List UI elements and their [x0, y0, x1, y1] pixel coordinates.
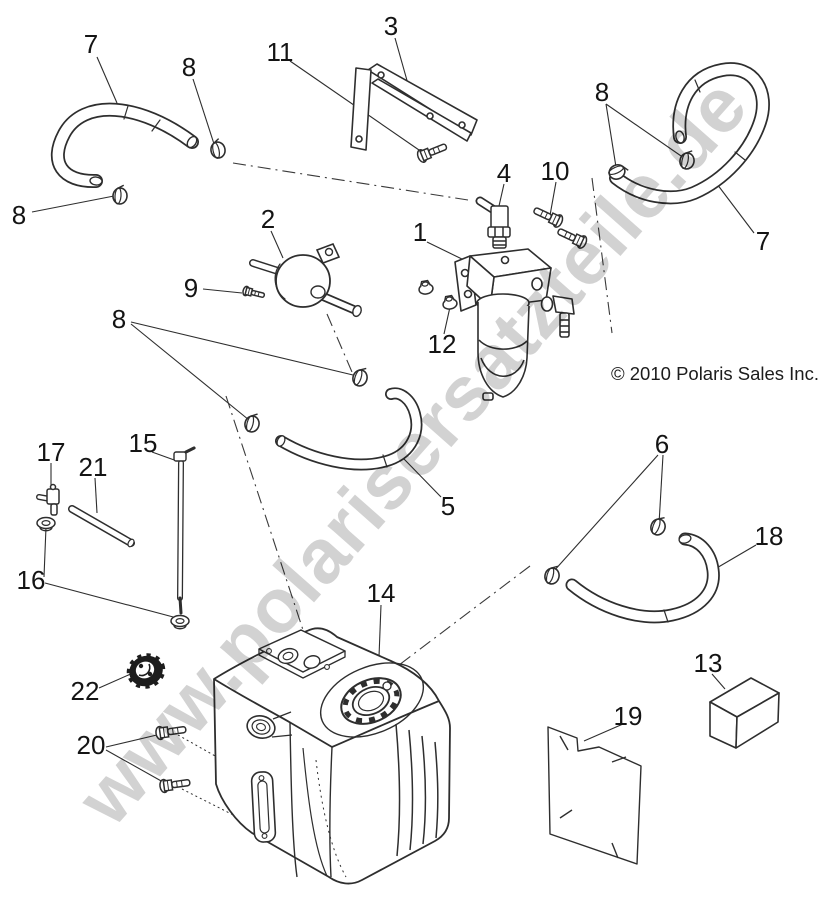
part-hose-front [58, 106, 199, 186]
part-fuel-pump-assembly [455, 249, 574, 400]
part-bolts-10 [530, 203, 590, 251]
part-foam-block [710, 678, 779, 748]
part-vent-tube-long [174, 448, 194, 613]
callout-8-clamp: 8 [11, 200, 27, 230]
part-nuts-12 [416, 279, 459, 311]
part-hose-clamps [111, 136, 697, 587]
callout-20-bolt: 20 [76, 730, 106, 760]
callout-22-cap: 22 [70, 676, 100, 706]
callout-5-hose: 5 [440, 491, 456, 521]
part-elbow-fitting [480, 201, 510, 248]
callout-7-front-hose: 7 [83, 29, 99, 59]
copyright-notice: © 2010 Polaris Sales Inc. [611, 363, 819, 384]
callout-21-tube: 21 [78, 452, 108, 482]
part-fuel-cap [125, 651, 167, 691]
callout-6-clamp: 6 [654, 429, 670, 459]
part-vent-tube-short [72, 509, 135, 548]
callout-12-nut: 12 [427, 329, 457, 359]
callout-19-shield: 19 [613, 701, 643, 731]
callout-16-grommet: 16 [16, 565, 46, 595]
callout-17-elbow: 17 [36, 437, 66, 467]
callout-1-pump: 1 [412, 217, 428, 247]
callout-10-bolt: 10 [540, 156, 570, 186]
bolt-alignment-dotted-lines [178, 735, 256, 826]
callout-14-tank: 14 [366, 578, 396, 608]
part-vent-hose [276, 393, 417, 467]
part-regulator-screw [241, 285, 266, 301]
part-regulator [253, 244, 363, 318]
part-fuel-tank [214, 628, 450, 883]
callout-4-elbow: 4 [496, 158, 512, 188]
callout-3-bracket: 3 [383, 11, 399, 41]
callout-8-clamp: 8 [594, 77, 610, 107]
alignment-lines [226, 163, 612, 665]
part-mount-bracket [351, 64, 477, 150]
callout-11-bolt: 11 [266, 37, 294, 67]
callout-13-foam: 13 [693, 648, 723, 678]
callout-2-regulator: 2 [260, 204, 276, 234]
part-hose-rear [616, 69, 763, 197]
leader-lines [32, 38, 756, 782]
callout-7-rear-hose: 7 [755, 226, 771, 256]
callout-8-clamp: 8 [181, 52, 197, 82]
part-vent-elbow [39, 485, 59, 516]
callout-9-screw: 9 [183, 273, 199, 303]
callout-8-clamp: 8 [111, 304, 127, 334]
part-bracket-bolt [415, 139, 450, 165]
part-tank-bolts [154, 722, 192, 794]
callout-15-tube: 15 [128, 428, 158, 458]
callout-18-hose: 18 [754, 521, 784, 551]
part-shield-sheet [548, 727, 641, 864]
part-fill-hose [572, 534, 713, 622]
